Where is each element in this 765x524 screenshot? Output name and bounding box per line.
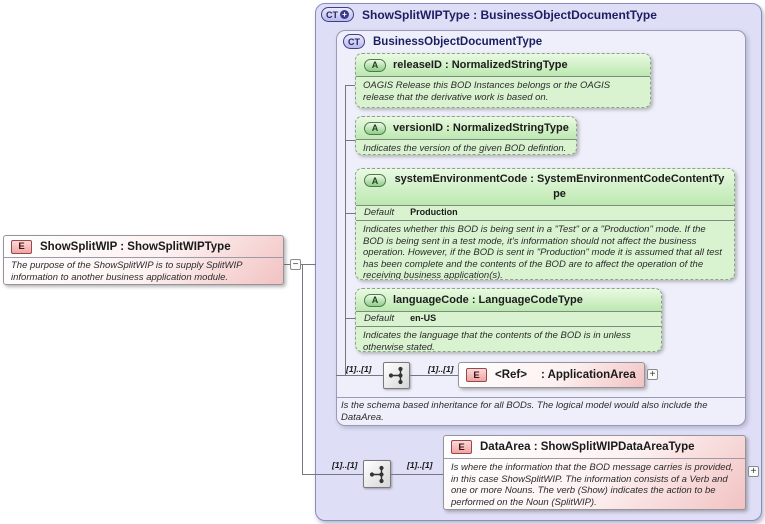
attribute-icon: A xyxy=(364,121,386,135)
attribute-systemenvironmentcode-annotation: Indicates whether this BOD is being sent… xyxy=(363,224,722,280)
complex-type-title[interactable]: CT + ShowSplitWIPType : BusinessObjectDo… xyxy=(321,7,657,22)
sequence-glyph xyxy=(369,465,384,483)
cardinality-label: [1]..[1] xyxy=(346,364,372,374)
annotation-separator xyxy=(337,397,745,398)
cardinality-label: [1]..[1] xyxy=(428,364,454,374)
element-dataarea[interactable]: E DataArea : ShowSplitWIPDataAreaType Is… xyxy=(443,435,746,510)
sequence-glyph xyxy=(388,366,403,385)
base-type-annotation: Is the schema based inheritance for all … xyxy=(341,400,708,423)
default-value: Production xyxy=(410,207,458,217)
sequence-icon[interactable] xyxy=(383,362,410,389)
element-icon: E xyxy=(451,440,472,454)
base-type-title[interactable]: CT BusinessObjectDocumentType xyxy=(343,34,542,49)
attribute-systemenvironmentcode-label: systemEnvironmentCode : SystemEnvironmen… xyxy=(394,173,725,200)
element-showsplitwip-label: ShowSplitWIP : ShowSplitWIPType xyxy=(40,240,231,253)
attribute-languagecode[interactable]: A languageCode : LanguageCodeType Defaul… xyxy=(355,288,662,352)
attribute-releaseid-annotation: OAGIS Release this BOD Instances belongs… xyxy=(363,80,611,103)
element-dataarea-label: DataArea : ShowSplitWIPDataAreaType xyxy=(480,441,695,453)
default-value: en-US xyxy=(410,313,437,323)
attribute-systemenvironmentcode-default-row: Default Production xyxy=(356,206,734,221)
connector-line xyxy=(302,474,363,475)
extension-plus-icon: + xyxy=(340,10,349,19)
element-icon: E xyxy=(466,368,487,382)
element-dataarea-annotation: Is where the information that the BOD me… xyxy=(451,462,734,508)
stub-versionid xyxy=(345,140,355,141)
cardinality-label: [1]..[1] xyxy=(332,460,358,470)
attribute-icon: A xyxy=(364,174,386,187)
complex-type-badge: CT + xyxy=(321,7,354,22)
connector-line xyxy=(336,375,383,376)
attribute-icon: A xyxy=(364,293,386,307)
base-type-name: BusinessObjectDocumentType xyxy=(373,35,543,48)
attribute-languagecode-default-row: Default en-US xyxy=(356,312,661,327)
attribute-versionid[interactable]: A versionID : NormalizedStringType Indic… xyxy=(355,116,577,155)
element-ref[interactable]: E <Ref> : ApplicationArea xyxy=(458,362,645,388)
expand-button[interactable]: + xyxy=(748,466,759,477)
base-type-badge: CT xyxy=(343,34,365,49)
attribute-releaseid[interactable]: A releaseID : NormalizedStringType OAGIS… xyxy=(355,53,651,108)
attribute-icon: A xyxy=(364,58,386,72)
element-separator xyxy=(4,257,283,258)
element-ref-header: E <Ref> : ApplicationArea xyxy=(459,363,644,387)
attribute-systemenvironmentcode-header: A systemEnvironmentCode : SystemEnvironm… xyxy=(356,169,734,206)
attribute-spine-line xyxy=(345,85,346,375)
cardinality-label: [1]..[1] xyxy=(407,460,433,470)
attribute-languagecode-header: A languageCode : LanguageCodeType xyxy=(356,289,661,312)
attribute-releaseid-header: A releaseID : NormalizedStringType xyxy=(356,54,650,77)
element-showsplitwip-annotation: The purpose of the ShowSplitWIP is to su… xyxy=(11,260,243,283)
connector-line xyxy=(410,375,458,376)
element-ref-type: : ApplicationArea xyxy=(540,369,636,381)
collapse-button[interactable]: − xyxy=(290,259,301,270)
connector-line xyxy=(391,474,443,475)
default-label: Default xyxy=(364,207,395,218)
content-spine-line xyxy=(302,264,303,474)
complex-type-name: ShowSplitWIPType : BusinessObjectDocumen… xyxy=(362,7,657,22)
element-separator xyxy=(444,458,745,459)
attribute-releaseid-label: releaseID : NormalizedStringType xyxy=(393,59,568,71)
stub-releaseid xyxy=(345,85,355,86)
sequence-icon[interactable] xyxy=(363,460,391,488)
attribute-languagecode-label: languageCode : LanguageCodeType xyxy=(393,294,583,306)
attribute-systemenvironmentcode[interactable]: A systemEnvironmentCode : SystemEnvironm… xyxy=(355,168,735,280)
attribute-versionid-annotation: Indicates the version of the given BOD d… xyxy=(363,143,567,154)
attribute-versionid-header: A versionID : NormalizedStringType xyxy=(356,117,576,140)
attribute-versionid-label: versionID : NormalizedStringType xyxy=(393,122,569,134)
expand-button[interactable]: + xyxy=(647,369,658,380)
element-ref-name: <Ref> xyxy=(495,369,527,381)
ct-badge-label: CT xyxy=(326,9,338,20)
stub-systemenvironmentcode xyxy=(345,213,355,214)
stub-languagecode xyxy=(345,318,355,319)
element-showsplitwip-header: E ShowSplitWIP : ShowSplitWIPType xyxy=(4,236,283,257)
element-icon: E xyxy=(11,239,32,254)
element-showsplitwip[interactable]: E ShowSplitWIP : ShowSplitWIPType The pu… xyxy=(3,235,284,285)
default-label: Default xyxy=(364,313,395,324)
attribute-languagecode-annotation: Indicates the language that the contents… xyxy=(363,330,631,352)
element-dataarea-header: E DataArea : ShowSplitWIPDataAreaType xyxy=(444,436,745,458)
